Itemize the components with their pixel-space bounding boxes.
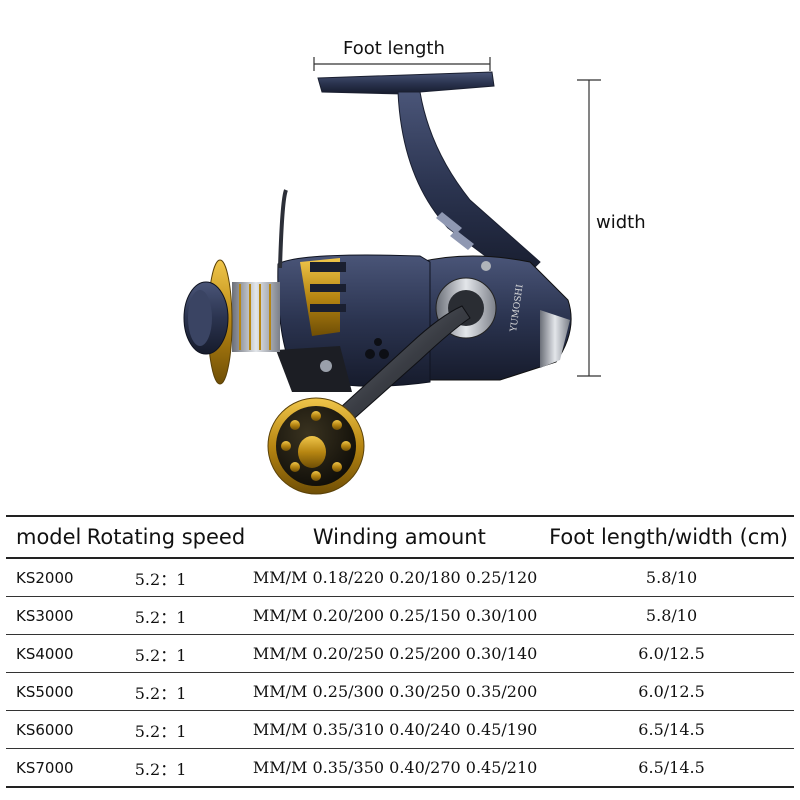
reel-stem [397,91,541,283]
handle-knob [267,397,365,495]
cell-winding: MM/M 0.18/220 0.20/180 0.25/120 [252,558,550,597]
cell-speed: 5.2：1 [86,596,253,635]
cell-winding: MM/M 0.25/300 0.30/250 0.35/200 [252,672,550,711]
cell-foot: 6.0/12.5 [549,672,794,711]
table-header-row: model Rotating speed Winding amount Foot… [6,515,794,559]
cell-speed: 5.2：1 [86,748,253,788]
table-row: KS3000 5.2：1 MM/M 0.20/200 0.25/150 0.30… [6,596,794,635]
cell-model: KS2000 [6,558,87,597]
cell-model: KS6000 [6,710,87,749]
foot-length-label: Foot length [343,38,445,59]
cell-winding: MM/M 0.35/350 0.40/270 0.45/210 [252,748,550,788]
header-winding-amount: Winding amount [252,515,550,559]
cell-foot: 5.8/10 [549,558,794,597]
cell-foot: 6.0/12.5 [549,634,794,673]
spec-table: model Rotating speed Winding amount Foot… [6,515,794,788]
cell-winding: MM/M 0.20/200 0.25/150 0.30/100 [252,596,550,635]
header-rotating-speed: Rotating speed [86,515,253,559]
cell-foot: 6.5/14.5 [549,748,794,788]
cell-speed: 5.2：1 [86,710,253,749]
foot-length-dimension-line [313,57,491,71]
reel-foot [317,71,495,95]
bail-wire [278,189,288,269]
table-row: KS4000 5.2：1 MM/M 0.20/250 0.25/200 0.30… [6,634,794,673]
cell-winding: MM/M 0.20/250 0.25/200 0.30/140 [252,634,550,673]
cell-foot: 6.5/14.5 [549,710,794,749]
table-row: KS2000 5.2：1 MM/M 0.18/220 0.20/180 0.25… [6,558,794,597]
cell-speed: 5.2：1 [86,558,253,597]
cell-model: KS4000 [6,634,87,673]
cell-model: KS5000 [6,672,87,711]
cell-foot: 5.8/10 [549,596,794,635]
cell-model: KS3000 [6,596,87,635]
cell-winding: MM/M 0.35/310 0.40/240 0.45/190 [252,710,550,749]
table-row: KS6000 5.2：1 MM/M 0.35/310 0.40/240 0.45… [6,710,794,749]
header-foot-length-width: Foot length/width (cm) [549,515,794,559]
cell-model: KS7000 [6,748,87,788]
header-model: model [6,515,87,559]
fishing-reel-image: YUMOSHI [183,57,601,495]
width-dimension-line [577,79,601,377]
cell-speed: 5.2：1 [86,672,253,711]
table-row: KS7000 5.2：1 MM/M 0.35/350 0.40/270 0.45… [6,748,794,788]
width-label: width [596,212,646,233]
cell-speed: 5.2：1 [86,634,253,673]
table-row: KS5000 5.2：1 MM/M 0.25/300 0.30/250 0.35… [6,672,794,711]
